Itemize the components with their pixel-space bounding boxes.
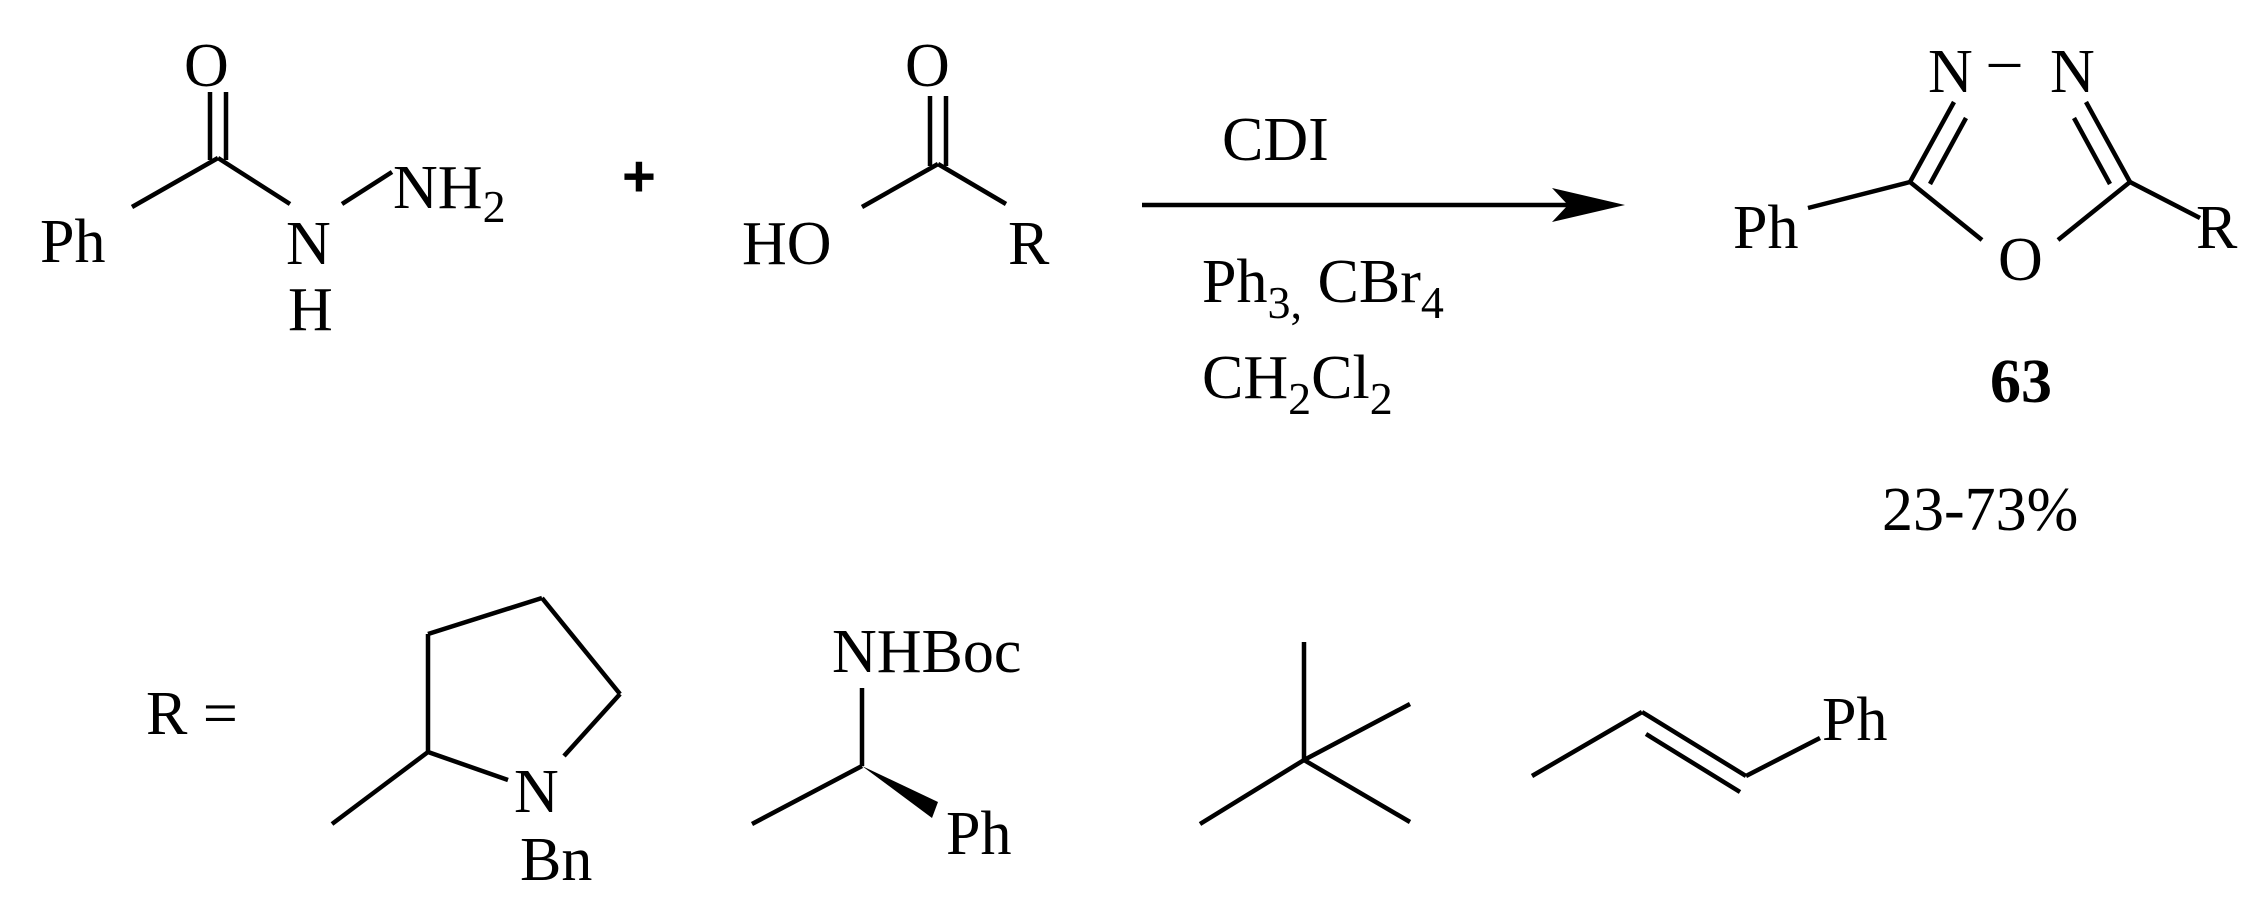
bond-attach — [750, 764, 864, 826]
group-ph: Ph — [40, 208, 105, 276]
group-ph: Ph — [946, 800, 1011, 868]
bond-attach — [1198, 758, 1306, 826]
r-group-label: R = — [146, 680, 238, 748]
bond-c5-c4 — [540, 596, 622, 696]
bond-n-n: – — [1988, 26, 2021, 94]
atom-n: N — [514, 758, 559, 826]
wedge-bond-ph — [862, 766, 938, 818]
atom-o1: O — [1998, 226, 2043, 294]
bond-carbonyl-r — [936, 162, 1008, 206]
reactant-carboxylic-acid: O HO R — [742, 32, 1050, 278]
product-oxadiazole: N – N Ph O R 63 23-73% — [1733, 26, 2238, 544]
bond-ph-c2 — [1807, 179, 1911, 211]
bond-attach — [1530, 710, 1644, 778]
bond-c4-c3 — [427, 595, 543, 637]
group-ph: Ph — [1733, 194, 1798, 262]
bond-vinyl-double-a — [1640, 710, 1748, 778]
bond-methyl-upper-right — [1302, 702, 1412, 762]
bond-vinyl-ph — [1744, 735, 1822, 779]
group-bn: Bn — [520, 826, 592, 894]
condition-line-1: Ph3, CBr4 — [1202, 248, 1444, 328]
r-group-tert-butyl — [1198, 642, 1412, 826]
group-ph: Ph — [1822, 686, 1887, 754]
bond-methyl-lower-right — [1302, 758, 1412, 824]
arrow-head — [1552, 188, 1625, 222]
atom-n: N — [286, 210, 331, 278]
yield-range: 23-73% — [1882, 476, 2078, 544]
condition-line-2: CH2Cl2 — [1202, 344, 1393, 424]
group-r: R — [2196, 194, 2238, 262]
group-r: R — [1008, 210, 1050, 278]
bond-ph-carbonyl — [130, 156, 220, 209]
bond-c2-n3 — [1908, 100, 1956, 184]
group-nhboc: NHBoc — [832, 618, 1021, 686]
bond-c5-n4-inner — [2072, 116, 2112, 186]
bond-c2-n — [427, 749, 509, 783]
atom-n3: N — [1928, 38, 1973, 106]
r-group-boc-amino-benzyl: NHBoc Ph — [750, 618, 1021, 868]
reaction-arrow — [1142, 188, 1625, 222]
r-group-styryl: Ph — [1530, 686, 1887, 794]
r-group-benzylpyrrolidinyl: N Bn — [330, 595, 622, 894]
condition-reagent-cdi: CDI — [1222, 106, 1329, 174]
compound-number: 63 — [1990, 348, 2052, 416]
bond-oh-carbonyl — [860, 162, 940, 209]
group-nh2: NH2 — [393, 154, 506, 232]
bond-attach — [330, 750, 430, 826]
bond-c2-n3-inner — [1928, 116, 1968, 186]
group-ho: HO — [742, 210, 832, 278]
bond-c5-n4 — [2084, 100, 2132, 184]
atom-o: O — [905, 32, 950, 100]
plus-sign: + — [622, 144, 656, 209]
bond-o1-c5 — [2056, 180, 2132, 242]
bond-n-c5 — [562, 692, 622, 758]
bond-vinyl-double-b — [1644, 732, 1742, 794]
atom-h: H — [288, 276, 333, 344]
bond-carbonyl-n — [216, 156, 292, 206]
reactant-benzohydrazide: O Ph N H NH2 — [40, 32, 506, 344]
atom-n4: N — [2050, 38, 2095, 106]
bond-c2-o1 — [1908, 180, 1984, 242]
bond-c5-r — [2128, 179, 2202, 221]
bond-n-n — [340, 170, 394, 206]
atom-o: O — [184, 32, 229, 100]
